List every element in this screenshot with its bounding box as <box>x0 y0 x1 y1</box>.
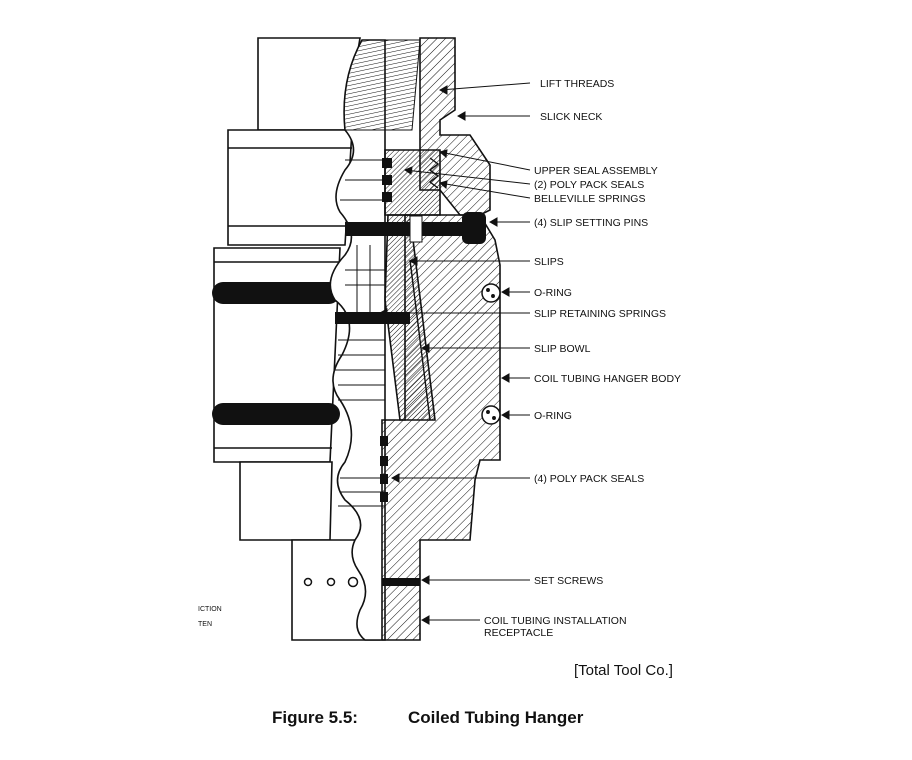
label-receptacle-line1: COIL TUBING INSTALLATION <box>484 615 627 627</box>
slip-retaining-spring <box>335 312 410 324</box>
label-slick-neck: SLICK NECK <box>540 111 602 123</box>
label-upper-seal-assembly: UPPER SEAL ASSEMBLY <box>534 165 658 177</box>
label-o-ring-lower: O-RING <box>534 410 572 422</box>
label-slip-setting-pins: (4) SLIP SETTING PINS <box>534 217 648 229</box>
label-set-screws: SET SCREWS <box>534 575 603 587</box>
receptacle-holes <box>303 576 359 588</box>
figure-title: Coiled Tubing Hanger <box>408 708 584 727</box>
o-ring-circles <box>481 283 501 425</box>
label-poly-pack-seals-2: (2) POLY PACK SEALS <box>534 179 644 191</box>
margin-note-line2: TEN <box>198 621 212 628</box>
figure-number: Figure 5.5: <box>272 708 358 727</box>
leader-lines <box>378 82 531 625</box>
callout-labels: LIFT THREADS SLICK NECK UPPER SEAL ASSEM… <box>484 78 681 639</box>
label-poly-pack-seals-4: (4) POLY PACK SEALS <box>534 473 644 485</box>
exterior-oring-band-lower <box>212 403 340 425</box>
label-o-ring-upper: O-RING <box>534 287 572 299</box>
figure-caption: Figure 5.5: Coiled Tubing Hanger <box>272 708 583 728</box>
exterior-oring-band-upper <box>212 282 340 304</box>
label-lift-threads: LIFT THREADS <box>540 78 614 90</box>
slip-setting-pin <box>345 212 486 244</box>
label-slips: SLIPS <box>534 256 564 268</box>
source-credit: [Total Tool Co.] <box>574 662 673 679</box>
label-slip-retaining-springs: SLIP RETAINING SPRINGS <box>534 308 666 320</box>
interior-cutaway <box>329 39 421 641</box>
label-slip-bowl: SLIP BOWL <box>534 343 591 355</box>
label-receptacle-line2: RECEPTACLE <box>484 627 553 639</box>
label-hanger-body: COIL TUBING HANGER BODY <box>534 373 681 385</box>
seal-elements <box>380 158 420 586</box>
label-belleville-springs: BELLEVILLE SPRINGS <box>534 193 645 205</box>
margin-note-line1: ICTION <box>198 606 222 613</box>
